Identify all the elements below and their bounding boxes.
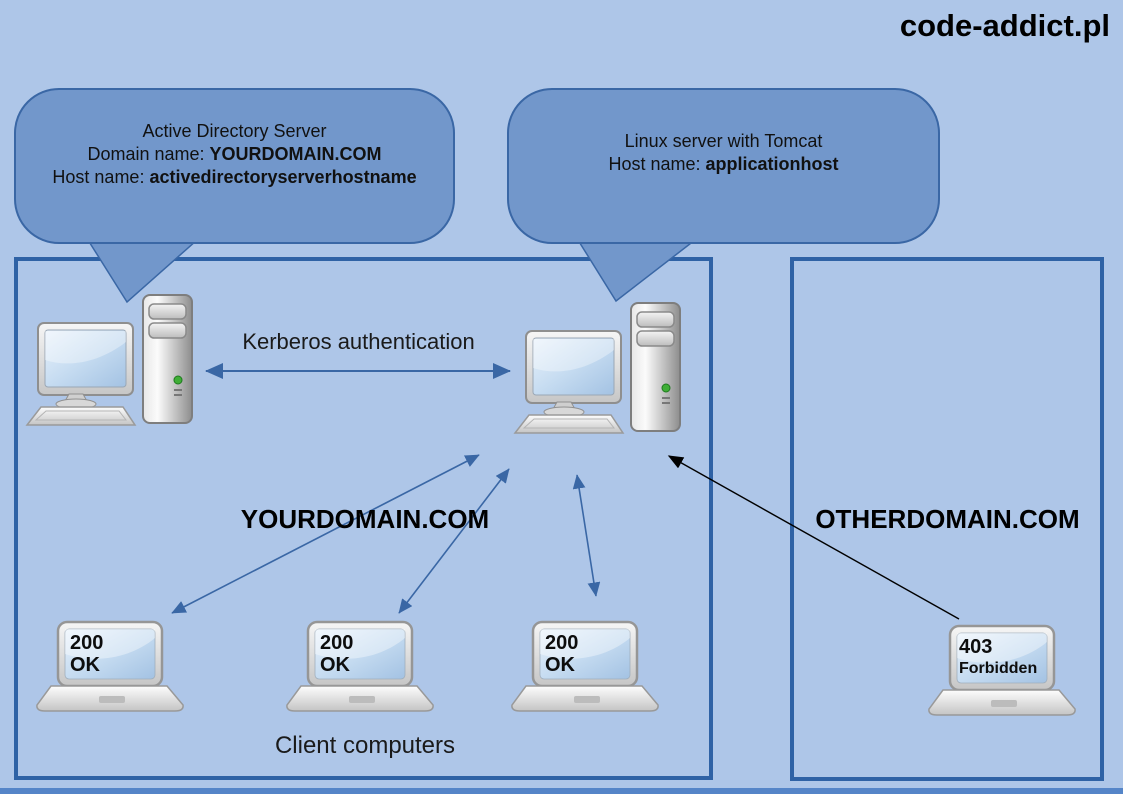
- server-tower-icon: [142, 294, 193, 424]
- laptop-status-text: OK: [320, 654, 350, 676]
- laptop-status-text: Forbidden: [959, 660, 1038, 677]
- laptop-screen-status: 200 OK: [320, 632, 353, 676]
- client-computers-label: Client computers: [274, 732, 456, 759]
- callout-tomcat-host-line: Host name: applicationhost: [608, 154, 839, 174]
- laptop-status-code: 200: [70, 632, 104, 654]
- callout-ad-title: Active Directory Server: [142, 121, 327, 141]
- active-directory-server-icon: [25, 294, 193, 426]
- desktop-monitor-icon: [525, 330, 622, 418]
- laptop-screen-status: 200 OK: [70, 632, 103, 676]
- power-led-icon: [661, 383, 671, 393]
- client-laptop-3: 200 OK: [511, 620, 661, 720]
- callout-ad-host-line: Host name: activedirectoryserverhostname: [52, 167, 417, 187]
- callout-active-directory: Active Directory Server Domain name: YOU…: [14, 88, 455, 244]
- forbidden-laptop: 403 Forbidden: [928, 624, 1078, 724]
- laptop-status-text: OK: [70, 654, 100, 676]
- desktop-monitor-icon: [37, 322, 134, 410]
- callout-tomcat-title: Linux server with Tomcat: [624, 131, 823, 151]
- application-host-server-icon: [513, 302, 681, 434]
- laptop-status-code: 200: [320, 632, 354, 654]
- bottom-edge-strip: [0, 788, 1123, 794]
- kerberos-label: Kerberos authentication: [242, 329, 475, 354]
- server-tower-icon: [630, 302, 681, 432]
- laptop-screen-status: 200 OK: [545, 632, 578, 676]
- laptop-icon: [511, 620, 659, 712]
- client-laptop-1: 200 OK: [36, 620, 186, 720]
- laptop-status-code: 403: [959, 636, 993, 658]
- callout-linux-tomcat: Linux server with Tomcat Host name: appl…: [507, 88, 940, 244]
- callout-ad-domain-line: Domain name: YOURDOMAIN.COM: [87, 144, 382, 164]
- otherdomain-label: OTHERDOMAIN.COM: [815, 504, 1080, 534]
- laptop-status-code: 200: [545, 632, 579, 654]
- laptop-icon: [36, 620, 184, 712]
- power-led-icon: [173, 375, 183, 385]
- laptop-screen-status: 403 Forbidden: [959, 636, 1037, 680]
- laptop-icon: [286, 620, 434, 712]
- yourdomain-label: YOURDOMAIN.COM: [240, 504, 490, 534]
- laptop-icon: [928, 624, 1076, 716]
- keyboard-icon: [25, 406, 137, 426]
- client-laptop-2: 200 OK: [286, 620, 436, 720]
- page-title: code-addict.pl: [899, 8, 1110, 43]
- laptop-status-text: OK: [545, 654, 575, 676]
- keyboard-icon: [513, 414, 625, 434]
